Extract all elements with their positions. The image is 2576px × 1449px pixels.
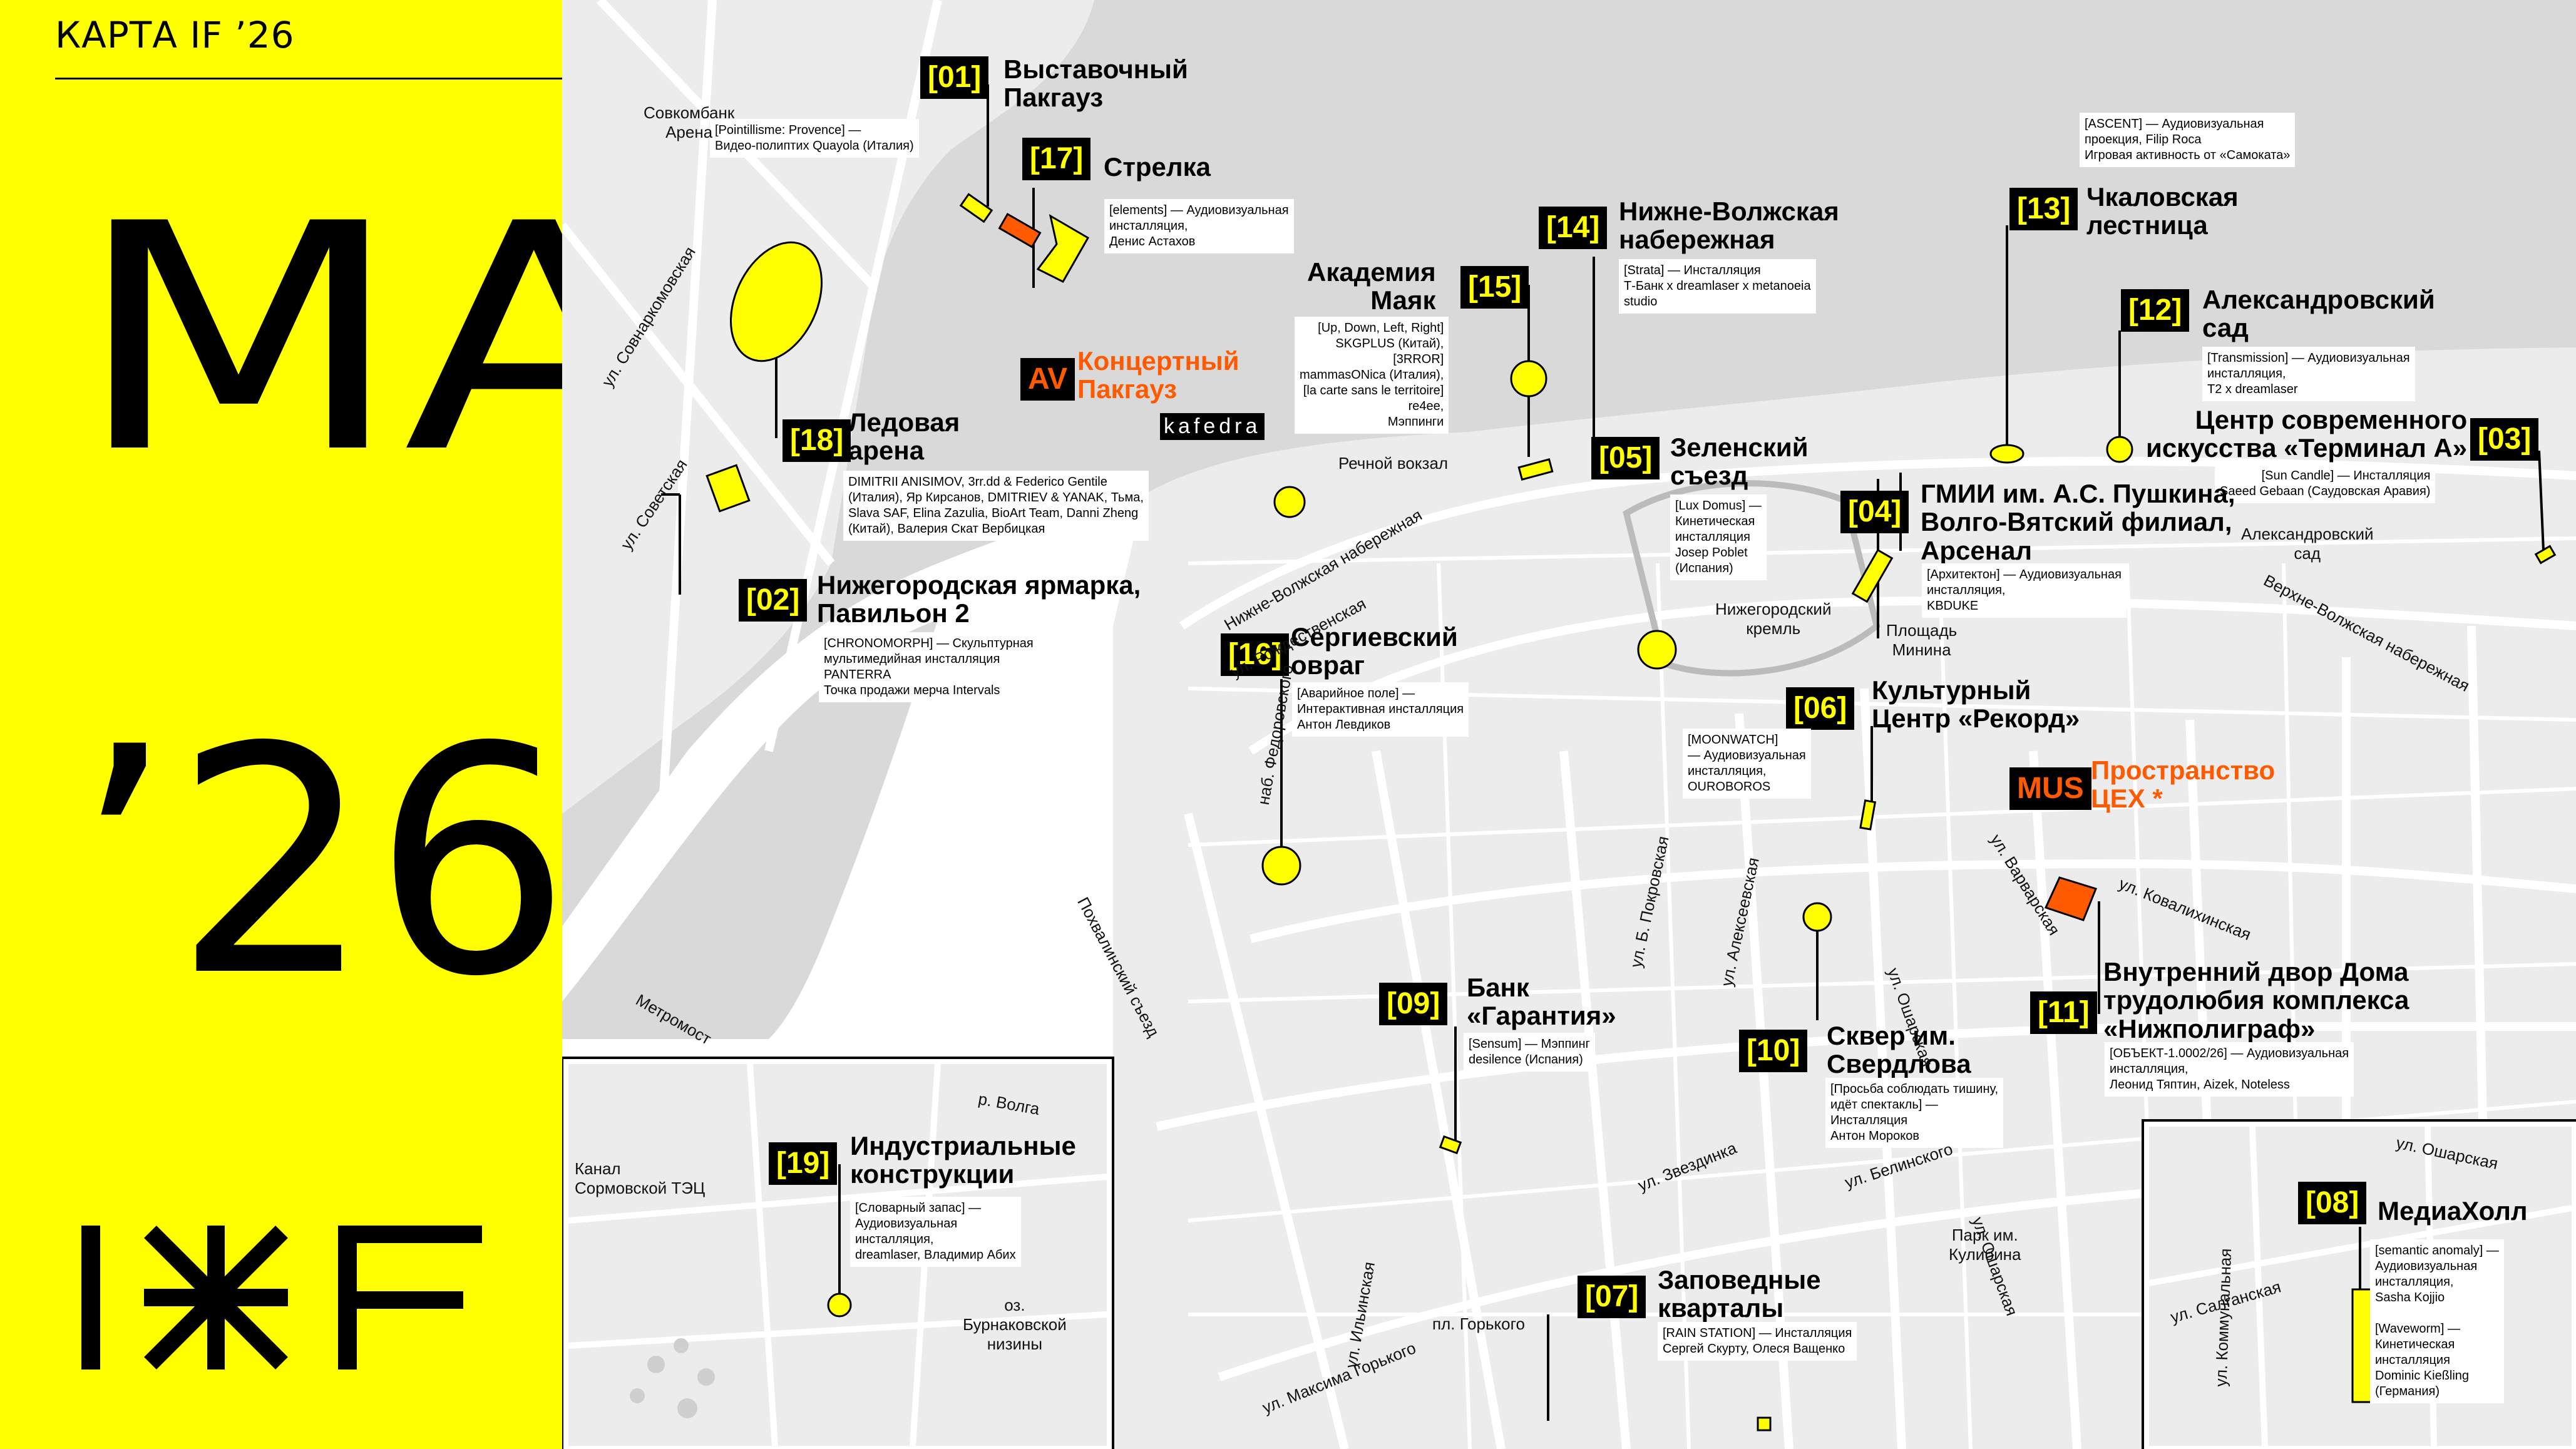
venue-number-18[interactable]: [18] [783,419,851,462]
place-label: оз. Бурнаковской низины [963,1296,1067,1353]
map-title: КАРТА IF ’26 [55,14,295,56]
venue-number-08[interactable]: [08] [2298,1182,2367,1224]
venue-number-06[interactable]: [06] [1786,687,1855,730]
venue-description-10: [Просьба соблюдать тишину, идёт спектакл… [1825,1078,2004,1148]
sidebar: КАРТА IF ’26 МАР ’26 [0,0,895,1449]
venue-description-01: [Pointillisme: Provence] — Видео-полипти… [710,119,919,158]
venue-description-12: [Transmission] — Аудиовизуальная инсталл… [2202,347,2415,401]
venue-number-15[interactable]: [15] [1460,266,1529,309]
venue-number-02[interactable]: [02] [739,579,808,622]
venue-title-06[interactable]: Культурный Центр «Рекорд» [1872,675,2080,734]
venue-description-11: [ОБЪЕКТ-1.0002/26] — Аудиовизуальная инс… [2105,1042,2354,1097]
venue-title-12[interactable]: Александровский сад [2202,285,2435,343]
venue-description-09: [Sensum] — Мэппинг desilence (Испания) [1464,1033,1595,1072]
venue-number-14[interactable]: [14] [1539,207,1608,249]
venue-number-av[interactable]: AV [1020,358,1075,401]
title-divider [55,78,563,79]
city-map[interactable]: [01] Выставочный Пакгауз [Pointillisme: … [562,0,2576,1449]
venue-number-13[interactable]: [13] [2009,188,2078,230]
venue-title-19[interactable]: Индустриальные конструкции [850,1131,1076,1189]
poster-word-line2: ’26 [74,680,572,1045]
venue-number-mus[interactable]: MUS [2009,767,2091,810]
place-label: Канал Сормовской ТЭЦ [575,1159,706,1197]
place-label: Парк им. Кулибина [1949,1226,2021,1264]
venue-title-av[interactable]: Концертный Пакгауз [1077,346,1239,404]
venue-title-14[interactable]: Нижне-Волжская набережная [1619,197,1839,255]
venue-number-03[interactable]: [03] [2470,418,2539,461]
venue-title-08[interactable]: МедиаХолл [2378,1196,2528,1226]
venue-description-19: [Словарный запас] — Аудиовизуальная инст… [850,1197,1021,1267]
venue-number-01[interactable]: [01] [920,56,989,99]
venue-description-03: [Sun Candle] — Инсталляция Saeed Gebaan … [2215,464,2436,503]
venue-description-06: [MOONWATCH] — Аудиовизуальная инсталляци… [1683,729,1811,799]
venue-title-18[interactable]: Ледовая арена [848,407,960,466]
venue-title-09[interactable]: Банк «Гарантия» [1467,973,1616,1031]
venue-number-17[interactable]: [17] [1022,138,1091,180]
venue-title-07[interactable]: Заповедные кварталы [1658,1265,1821,1323]
venue-description-14: [Strata] — Инсталляция Т-Банк x dreamlas… [1619,259,1816,314]
venue-description-16: [Аварийное поле] — Интерактивная инсталл… [1292,682,1469,737]
venue-number-09[interactable]: [09] [1379,983,1448,1025]
venue-title-01[interactable]: Выставочный Пакгауз [1003,54,1188,113]
venue-description-17: [elements] — Аудиовизуальная инсталляция… [1104,199,1294,253]
place-label: Александровский сад [2241,525,2374,563]
venue-description-18: DIMITRII ANISIMOV, 3rr.dd & Federico Gen… [843,471,1149,541]
venue-description-05: [Lux Domus] — Кинетическая инсталляция J… [1670,494,1767,580]
venue-title-10[interactable]: Сквер им. Свердлова [1827,1021,1971,1079]
venue-description-15: [Up, Down, Left, Right] SKGPLUS (Китай),… [1295,317,1449,434]
venue-number-10[interactable]: [10] [1739,1030,1808,1072]
venue-number-07[interactable]: [07] [1578,1276,1646,1318]
if-logo-icon [81,1226,482,1370]
venue-description-07: [RAIN STATION] — Инсталляция Сергей Скур… [1658,1322,1857,1361]
place-label: Речной вокзал [1338,454,1449,473]
venue-title-04[interactable]: ГМИИ им. А.С. Пушкина, Волго-Вятский фил… [1921,479,2235,565]
venue-number-16[interactable]: [16] [1221,633,1290,676]
venue-title-15[interactable]: Академия Маяк [1307,257,1436,315]
venue-title-03[interactable]: Центр современного искусства «Терминал А… [2146,405,2468,463]
venue-title-17[interactable]: Стрелка [1104,152,1211,182]
venue-number-19[interactable]: [19] [769,1142,838,1185]
place-label: Совкомбанк Арена [644,103,735,141]
venue-title-13[interactable]: Чкаловская лестница [2086,182,2239,240]
venue-description-02: [CHRONOMORPH] — Скульптурная мультимедий… [819,632,1039,702]
venue-number-04[interactable]: [04] [1840,491,1909,533]
venue-title-16[interactable]: Сергиевский овраг [1291,622,1458,680]
venue-title-05[interactable]: Зеленский съезд [1670,433,1809,491]
venue-description-04: [Архитектон] — Аудиовизуальная инсталляц… [1922,563,2127,618]
venue-number-11[interactable]: [11] [2030,991,2097,1034]
venue-title-02[interactable]: Нижегородская ярмарка, Павильон 2 [817,570,1141,628]
venue-description-08: [semantic anomaly] — Аудиовизуальная инс… [2370,1239,2504,1403]
venue-title-11[interactable]: Внутренний двор Дома трудолюбия комплекс… [2103,957,2409,1043]
venue-number-12[interactable]: [12] [2121,289,2190,332]
venue-title-mus[interactable]: Пространство ЦЕХ * [2091,755,2276,814]
place-label: пл. Горького [1432,1314,1526,1333]
place-label: Нижегородский кремль [1715,600,1832,638]
map-background [562,0,2576,1449]
kafedra-label: kafedra [1160,413,1265,440]
venue-number-05[interactable]: [05] [1591,437,1660,479]
place-label: Площадь Минина [1886,621,1958,659]
venue-description-13: [ASCENT] — Аудиовизуальная проекция, Fil… [2080,113,2296,167]
